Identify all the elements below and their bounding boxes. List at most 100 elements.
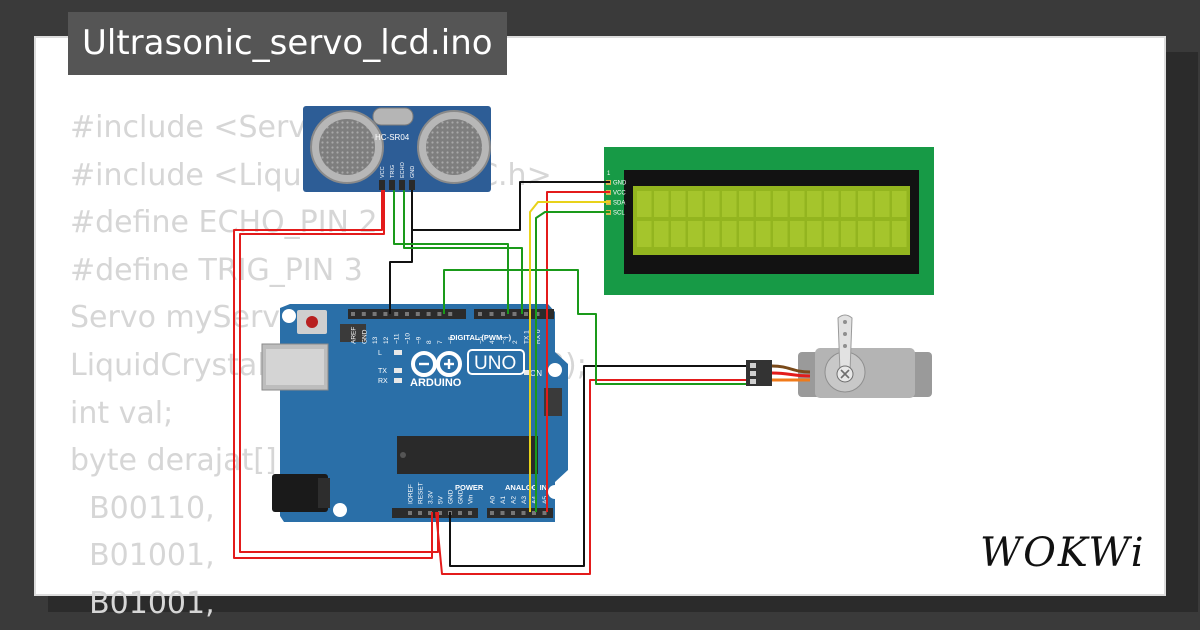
power-pin-label: 3.3V xyxy=(428,490,435,504)
power-pin-label: IOREF xyxy=(408,484,415,504)
lcd-cell xyxy=(824,191,839,217)
sensor-crystal xyxy=(372,107,414,126)
lcd-pin-label: SDA xyxy=(613,201,625,207)
digital-pin[interactable] xyxy=(489,312,494,316)
digital-pin[interactable] xyxy=(512,312,517,316)
lcd-cell xyxy=(807,221,822,247)
digital-header-label: DIGITAL (PWM ~) xyxy=(450,333,512,342)
lcd-cell xyxy=(858,191,873,217)
analog-pin[interactable] xyxy=(500,511,505,515)
digital-pin[interactable] xyxy=(383,312,388,316)
power-header-label: POWER xyxy=(455,483,484,492)
mounting-hole xyxy=(548,363,562,377)
power-pin[interactable] xyxy=(418,511,422,515)
lcd-cell xyxy=(892,221,907,247)
power-jack xyxy=(272,474,328,512)
digital-pin-label: 13 xyxy=(372,336,379,344)
lcd-cell xyxy=(858,221,873,247)
lcd-cell xyxy=(841,191,856,217)
led-label: L xyxy=(378,350,382,357)
lcd-cell xyxy=(705,191,720,217)
lcd-cell xyxy=(756,191,771,217)
digital-pin[interactable] xyxy=(501,312,505,316)
status-led xyxy=(394,378,402,383)
lcd-cell xyxy=(739,221,754,247)
power-pin[interactable] xyxy=(428,511,432,515)
lcd-cell xyxy=(824,221,839,247)
lcd-pin-label: GND xyxy=(613,181,627,187)
lcd-cell xyxy=(756,221,771,247)
code-line: B01001, xyxy=(70,585,215,621)
digital-pin[interactable] xyxy=(405,312,409,316)
sensor-pin-label: GND xyxy=(410,166,416,178)
digital-pin[interactable] xyxy=(415,312,420,316)
on-led xyxy=(524,370,531,375)
analog-pin-label: A0 xyxy=(490,496,497,504)
digital-pin[interactable] xyxy=(448,312,453,316)
digital-pin[interactable] xyxy=(478,312,482,316)
model-badge xyxy=(467,349,525,375)
digital-pin[interactable] xyxy=(372,312,377,316)
digital-pin-label: ~6 xyxy=(448,336,455,344)
wire-trig xyxy=(393,190,509,314)
servo-motor[interactable] xyxy=(746,314,932,398)
lcd-cell xyxy=(688,221,703,247)
sensor-pin[interactable] xyxy=(399,180,405,190)
lcd-cell xyxy=(722,221,737,247)
analog-pin[interactable] xyxy=(521,511,526,515)
analog-pin[interactable] xyxy=(532,511,536,515)
analog-header-label: ANALOG IN xyxy=(505,483,547,492)
wire-lcd-vcc xyxy=(546,191,610,512)
lcd-cell xyxy=(892,191,907,217)
lcd-cell xyxy=(790,191,805,217)
digital-pin[interactable] xyxy=(361,312,366,316)
digital-pin[interactable] xyxy=(426,312,431,316)
analog-pin[interactable] xyxy=(511,511,515,515)
wire-lcd-scl xyxy=(535,211,610,512)
analog-pin[interactable] xyxy=(542,511,547,515)
digital-pin[interactable] xyxy=(437,312,442,316)
analog-pin-label: A1 xyxy=(500,496,507,504)
analog-pin-label: A3 xyxy=(521,496,528,504)
lcd-cell xyxy=(841,221,856,247)
power-pin[interactable] xyxy=(408,511,412,515)
wokwi-logo: WOKWi xyxy=(980,530,1144,576)
digital-pin[interactable] xyxy=(535,312,540,316)
servo-connector xyxy=(746,360,772,386)
power-pin[interactable] xyxy=(438,511,442,515)
code-line: B01001, xyxy=(70,538,215,574)
digital-pin[interactable] xyxy=(394,312,399,316)
sensor-pin[interactable] xyxy=(389,180,395,190)
lcd-pin-label: SCL xyxy=(613,211,625,217)
wire-sensor-vcc xyxy=(233,190,433,559)
wire-servo-signal xyxy=(443,269,746,385)
power-pin[interactable] xyxy=(458,511,462,515)
lcd-character-cells xyxy=(637,191,907,247)
sensor-pin[interactable] xyxy=(379,180,385,190)
wire-sensor-gnd xyxy=(389,190,413,314)
digital-pin-label: TX 1 xyxy=(524,330,531,344)
status-led xyxy=(394,368,402,373)
lcd-cell xyxy=(688,191,703,217)
analog-pin[interactable] xyxy=(490,511,494,515)
digital-pin-label: ~9 xyxy=(415,336,422,344)
digital-pin[interactable] xyxy=(524,312,528,316)
lcd-pin1-marker: 1 xyxy=(607,171,611,177)
sensor-pin-label: VCC xyxy=(380,166,386,178)
lcd-cell xyxy=(807,191,822,217)
status-led xyxy=(394,350,402,355)
arduino-model-label: UNO xyxy=(474,353,516,374)
digital-pin-label: 2 xyxy=(512,340,519,344)
sensor-pin[interactable] xyxy=(409,180,415,190)
power-pin-label: GND xyxy=(448,489,455,504)
power-pin[interactable] xyxy=(468,511,472,515)
lcd-cell xyxy=(654,191,669,217)
digital-pin[interactable] xyxy=(351,312,355,316)
